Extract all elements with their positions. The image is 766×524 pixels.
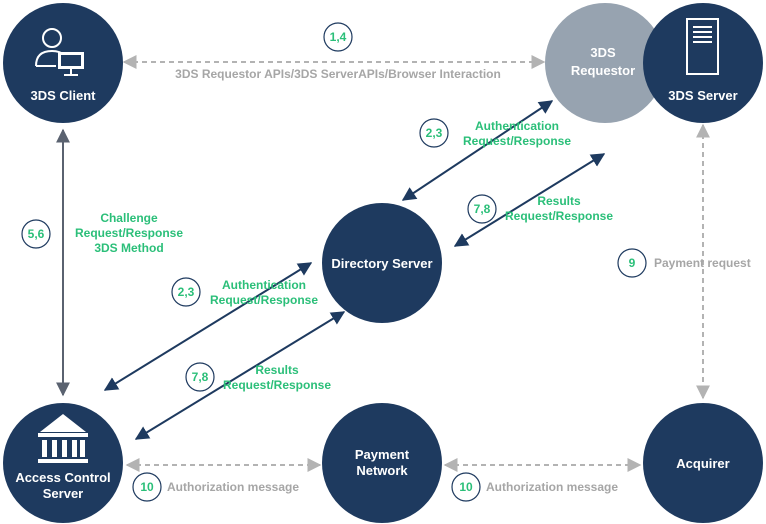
node-acs-label-line1: Access Control xyxy=(15,470,110,485)
node-directory-server: Directory Server xyxy=(322,203,442,323)
node-acquirer-label: Acquirer xyxy=(676,456,729,471)
edge-results-acs-ds-line xyxy=(134,311,346,440)
node-3ds-requestor-label-line2: Requestor xyxy=(571,63,635,78)
node-directory-server-label: Directory Server xyxy=(331,256,432,271)
step-badge-results-acs-ds: 7,8 xyxy=(185,362,215,392)
edge-results-acs-ds-label-line1: Results xyxy=(255,363,299,377)
step-badge-requestor-apis: 1,4 xyxy=(323,22,353,52)
edge-auth-ds-requestor-line xyxy=(401,100,554,201)
step-number: 9 xyxy=(629,256,636,270)
edge-requestor-apis-label: 3DS Requestor APIs/3DS ServerAPIs/Browse… xyxy=(175,67,501,81)
step-badge-auth-ds-requestor: 2,3 xyxy=(419,118,449,148)
bank-building-icon xyxy=(38,414,88,463)
node-payment-network-label-line1: Payment xyxy=(355,447,410,462)
node-3ds-client: 3DS Client xyxy=(3,3,123,123)
edge-auth-acs-ds-label-line2: Request/Response xyxy=(210,293,318,307)
step-number: 10 xyxy=(140,480,154,494)
step-badge-challenge: 5,6 xyxy=(21,219,51,249)
step-badge-auth-acs-ds: 2,3 xyxy=(171,277,201,307)
step-number: 7,8 xyxy=(474,202,491,216)
edge-authorization-acs-label: Authorization message xyxy=(167,480,299,494)
node-payment-network: Payment Network xyxy=(322,403,442,523)
node-3ds-server: 3DS Server xyxy=(643,3,763,123)
edge-results-ds-server-label-line1: Results xyxy=(537,194,581,208)
step-number: 2,3 xyxy=(178,285,195,299)
server-tower-icon xyxy=(686,18,719,75)
edge-auth-ds-requestor-label-line1: Authentication xyxy=(475,119,559,133)
step-badge-authorization-acquirer: 10 xyxy=(451,472,481,502)
edge-challenge-label-line1: Challenge xyxy=(100,211,158,225)
node-3ds-server-label: 3DS Server xyxy=(668,88,737,103)
edge-payment-request-label: Payment request xyxy=(654,256,751,270)
edge-auth-ds-requestor-label-line2: Request/Response xyxy=(463,134,571,148)
step-number: 7,8 xyxy=(192,370,209,384)
node-acquirer: Acquirer xyxy=(643,403,763,523)
edge-challenge-label-line3: 3DS Method xyxy=(94,241,163,255)
node-payment-network-label-line2: Network xyxy=(356,463,408,478)
step-badge-results-ds-server: 7,8 xyxy=(467,194,497,224)
step-number: 5,6 xyxy=(28,227,45,241)
user-computer-icon xyxy=(35,28,84,76)
node-3ds-requestor-label-line1: 3DS xyxy=(590,45,616,60)
step-number: 1,4 xyxy=(330,30,347,44)
node-3ds-requestor: 3DS Requestor xyxy=(545,3,665,123)
step-number: 10 xyxy=(459,480,473,494)
edge-authorization-acquirer-label: Authorization message xyxy=(486,480,618,494)
edge-results-ds-server-label-line2: Request/Response xyxy=(505,209,613,223)
node-acs-label-line2: Server xyxy=(43,486,83,501)
step-badge-authorization-acs: 10 xyxy=(132,472,162,502)
step-badge-payment-request: 9 xyxy=(617,248,647,278)
edge-auth-acs-ds-label-line1: Authentication xyxy=(222,278,306,292)
step-number: 2,3 xyxy=(426,126,443,140)
node-access-control-server: Access Control Server xyxy=(3,403,123,523)
node-3ds-client-label: 3DS Client xyxy=(30,88,96,103)
edge-challenge-label-line2: Request/Response xyxy=(75,226,183,240)
edge-results-ds-server-line xyxy=(453,153,606,247)
edge-results-acs-ds-label-line2: Request/Response xyxy=(223,378,331,392)
